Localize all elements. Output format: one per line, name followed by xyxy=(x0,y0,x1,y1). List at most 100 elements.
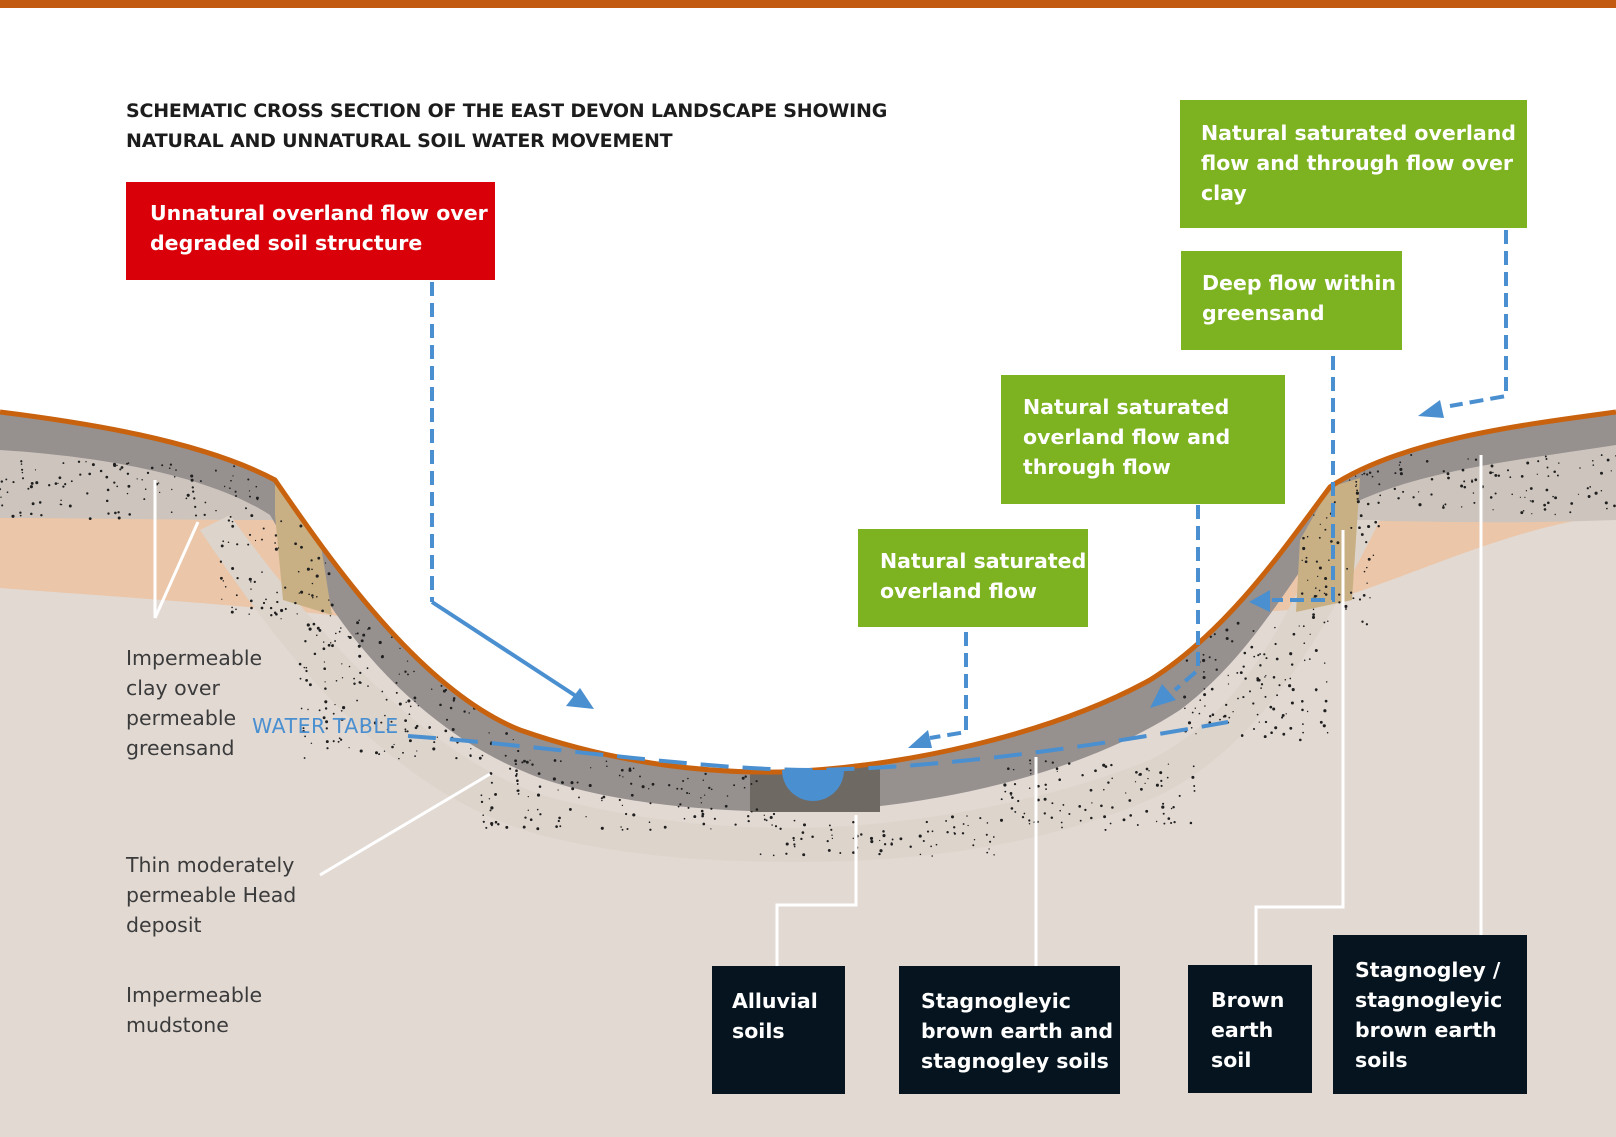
speckle-dot xyxy=(1319,523,1321,526)
speckle-dot xyxy=(59,503,62,506)
speckle-dot xyxy=(683,817,686,820)
speckle-dot xyxy=(406,730,409,733)
speckle-dot xyxy=(641,785,645,789)
speckle-dot xyxy=(231,606,233,609)
flow-arrow-shafts xyxy=(430,600,584,702)
speckle-dot xyxy=(1290,701,1294,705)
speckle-dot xyxy=(356,632,359,635)
speckle-dot xyxy=(502,694,505,698)
speckle-dot xyxy=(1145,809,1149,813)
speckle-dot xyxy=(413,696,417,700)
speckle-dot xyxy=(1393,487,1397,491)
speckle-dot xyxy=(232,475,234,477)
speckle-dot xyxy=(632,767,635,770)
speckle-dot xyxy=(1062,803,1065,806)
speckle-dot xyxy=(1213,633,1216,636)
speckle-dot xyxy=(648,788,650,790)
speckle-dot xyxy=(284,586,287,589)
speckle-dot xyxy=(800,837,803,841)
speckle-dot xyxy=(303,757,306,759)
speckle-dot xyxy=(474,694,478,698)
speckle-dot xyxy=(340,717,344,721)
speckle-dot xyxy=(489,772,493,775)
speckle-dot xyxy=(1147,777,1149,780)
speckle-dot xyxy=(399,647,401,650)
speckle-dot xyxy=(1355,480,1358,483)
speckle-dot xyxy=(529,818,533,821)
speckle-dot xyxy=(517,793,520,795)
speckle-dot xyxy=(428,628,431,631)
speckle-dot xyxy=(85,461,87,463)
speckle-dot xyxy=(628,768,632,772)
speckle-dot xyxy=(329,642,332,644)
speckle-dot xyxy=(19,511,22,514)
speckle-dot xyxy=(529,759,531,761)
speckle-dot xyxy=(126,492,129,495)
speckle-dot xyxy=(1323,709,1327,713)
speckle-dot xyxy=(317,556,321,560)
speckle-dot xyxy=(126,462,128,465)
speckle-dot xyxy=(341,677,344,679)
leader-clay xyxy=(153,480,200,619)
speckle-dot xyxy=(434,631,437,633)
speckle-dot xyxy=(839,852,842,854)
speckle-dot xyxy=(231,524,235,528)
speckle-dot xyxy=(785,852,788,855)
speckle-dot xyxy=(1275,657,1279,661)
speckle-dot xyxy=(339,738,343,741)
speckle-dot xyxy=(985,833,988,836)
arrowhead-clay-flow xyxy=(1418,400,1444,418)
speckle-dot xyxy=(1111,777,1113,780)
speckle-dot xyxy=(1306,710,1309,713)
speckle-dot xyxy=(330,521,334,525)
speckle-dot xyxy=(1162,802,1165,805)
speckle-dot xyxy=(1301,559,1303,562)
speckle-dot xyxy=(1028,759,1032,762)
water-table-label: WATER TABLE xyxy=(252,714,399,738)
speckle-dot xyxy=(378,753,381,756)
speckle-dot xyxy=(1368,471,1372,475)
callout-line: overland flow and xyxy=(1023,425,1231,449)
speckle-dot xyxy=(348,635,352,640)
brown-earth-patch-left xyxy=(275,480,332,615)
speckle-dot xyxy=(755,759,758,762)
speckle-dot xyxy=(1600,454,1603,457)
speckle-dot xyxy=(373,721,377,725)
speckle-dot xyxy=(305,669,308,673)
speckle-dot xyxy=(35,481,39,485)
speckle-dot xyxy=(490,781,493,784)
speckle-dot xyxy=(601,799,603,802)
speckle-dot xyxy=(1037,798,1040,802)
speckle-dot xyxy=(360,724,364,728)
speckle-dot xyxy=(298,592,301,594)
speckle-dot xyxy=(600,826,604,830)
speckle-dot xyxy=(1272,707,1276,711)
speckle-dot xyxy=(585,816,587,818)
speckle-dot xyxy=(1264,695,1267,698)
speckle-dot xyxy=(992,836,995,838)
speckle-dot xyxy=(1318,536,1321,539)
speckle-dot xyxy=(229,515,232,518)
geology-label-line: greensand xyxy=(126,736,235,760)
speckle-dot xyxy=(391,745,394,749)
speckle-dot xyxy=(899,837,903,841)
speckle-dot xyxy=(504,754,507,757)
speckle-dot xyxy=(274,547,278,551)
speckle-dot xyxy=(235,594,238,597)
speckle-dot xyxy=(21,477,25,480)
speckle-dot xyxy=(1203,688,1206,690)
speckle-dot xyxy=(356,621,360,625)
speckle-dot xyxy=(763,814,765,816)
speckle-dot xyxy=(426,639,429,642)
speckle-dot xyxy=(440,634,442,636)
speckle-dot xyxy=(704,772,707,776)
soil-label-line: stagnogley soils xyxy=(921,1049,1109,1073)
speckle-dot xyxy=(555,825,558,828)
speckle-dot xyxy=(19,514,22,517)
speckle-dot xyxy=(336,537,338,539)
speckle-dot xyxy=(223,485,226,488)
speckle-dot xyxy=(1167,763,1170,765)
speckle-dot xyxy=(1258,721,1260,723)
speckle-dot xyxy=(436,736,438,738)
speckle-dot xyxy=(276,591,278,594)
